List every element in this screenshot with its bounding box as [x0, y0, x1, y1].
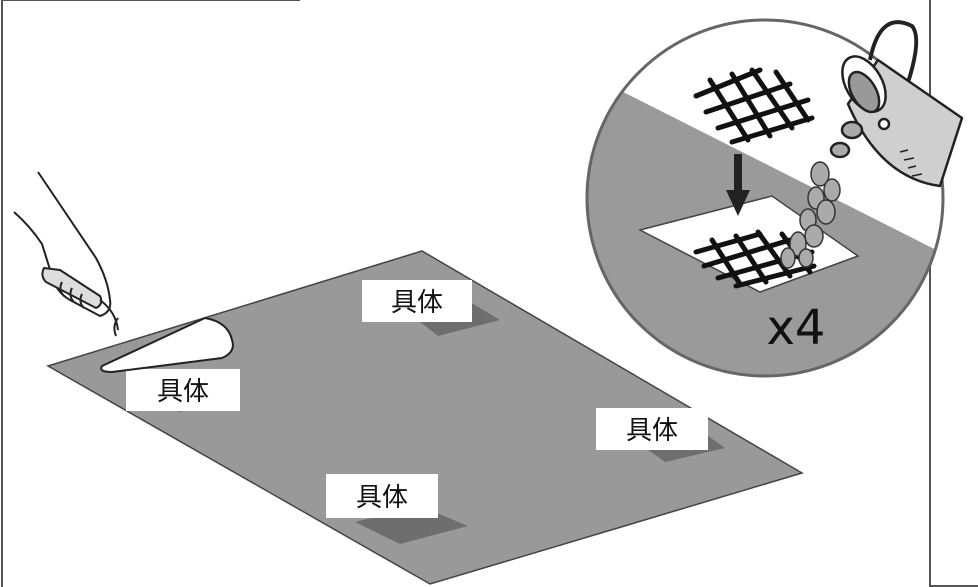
hand-icon — [13, 171, 119, 331]
bucket-icon — [829, 20, 964, 188]
multiplier-label: x4 — [767, 300, 826, 356]
footing-label-top-text: 具体 — [391, 288, 443, 318]
rebar-mesh-icon — [693, 67, 815, 145]
footing-label-right-text: 具体 — [626, 416, 678, 446]
footing-label-left-text: 具体 — [157, 377, 209, 407]
down-arrow-icon — [726, 154, 750, 216]
footing-label-bottom: 具体 — [326, 474, 438, 518]
footing-label-left: 具体 — [126, 369, 240, 411]
concrete-slab — [46, 250, 804, 585]
gravel-icon — [780, 161, 841, 269]
inset-detail: x4 — [585, 18, 945, 378]
footing-label-top: 具体 — [362, 280, 472, 322]
trowel-icon — [100, 316, 234, 374]
footing-label-right: 具体 — [596, 408, 708, 450]
footing-label-bottom-text: 具体 — [356, 483, 408, 513]
